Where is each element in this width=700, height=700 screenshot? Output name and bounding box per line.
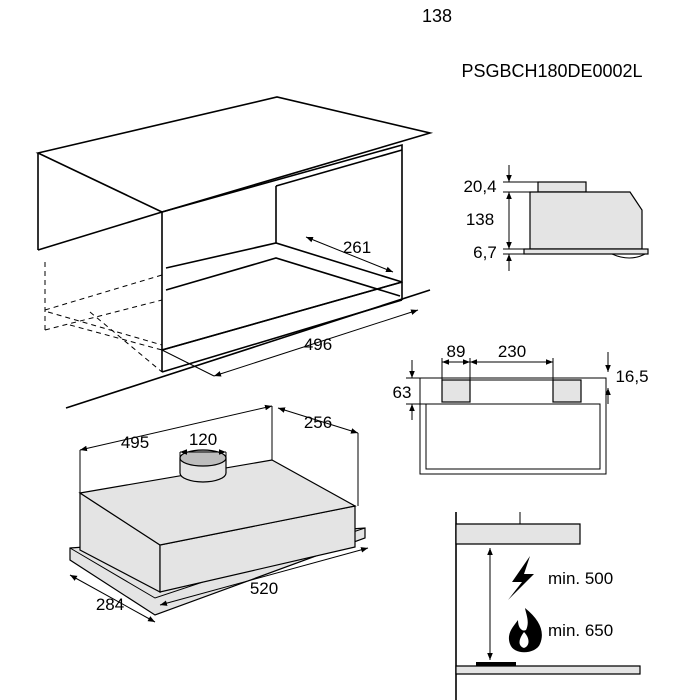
- clearance-drawing: min. 500 min. 650: [455, 512, 641, 700]
- gas-clearance-label: min. 650: [548, 621, 613, 640]
- front-center-label: 230: [498, 342, 526, 361]
- front-view-drawing: 89 230 63 16,5: [393, 342, 649, 475]
- cabinet-depth-label: 261: [343, 238, 371, 257]
- side-view-drawing: 20,4 138 6,7: [463, 165, 649, 271]
- hood-depth-base-label: 284: [96, 595, 124, 614]
- side-height-label: 138: [466, 210, 494, 229]
- side-bottom-label: 6,7: [473, 243, 497, 262]
- front-left-label: 89: [447, 342, 466, 361]
- cabinet-width-label: 496: [304, 335, 332, 354]
- flame-icon: [508, 608, 542, 653]
- cabinet-drawing: 261 496: [35, 96, 434, 409]
- lightning-bolt-icon: [508, 556, 534, 600]
- front-height-label: 63: [393, 383, 412, 402]
- header-number: 138: [422, 6, 452, 26]
- hood-width-base-label: 520: [250, 579, 278, 598]
- hood-width-top-label: 495: [121, 433, 149, 452]
- hood-depth-top-label: 256: [304, 413, 332, 432]
- hood-drawing: 495 256 120 520 284: [69, 404, 369, 623]
- electric-clearance-label: min. 500: [548, 569, 613, 588]
- hood-duct-label: 120: [189, 430, 217, 449]
- side-top-label: 20,4: [463, 177, 496, 196]
- model-code: PSGBCH180DE0002L: [461, 61, 642, 81]
- front-right-label: 16,5: [615, 367, 648, 386]
